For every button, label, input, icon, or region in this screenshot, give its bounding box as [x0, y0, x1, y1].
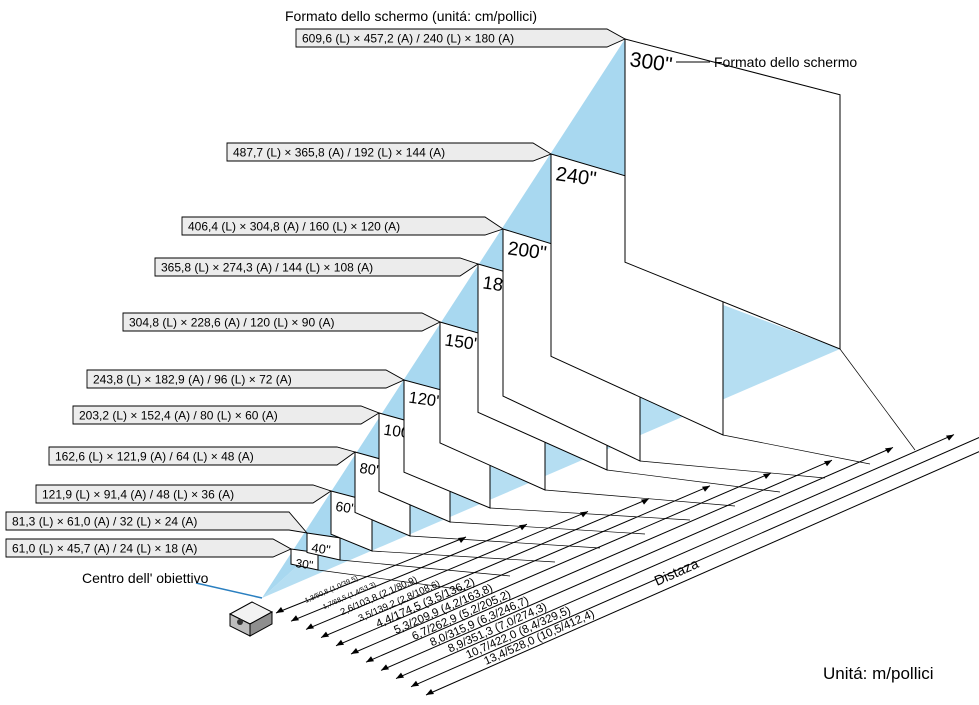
arrow-tail: [276, 607, 284, 613]
dimension-label-text: 609,6 (L) × 457,2 (A) / 240 (L) × 180 (A…: [302, 32, 514, 46]
distance-arrow: [395, 434, 955, 680]
arrow-tail: [351, 648, 359, 654]
screen-size-label: 120": [407, 389, 443, 411]
distance-arrow: [305, 510, 589, 630]
dimension-label-text: 121,9 (L) × 91,4 (A) / 48 (L) × 36 (A): [42, 488, 234, 502]
arrow-tail: [366, 656, 374, 663]
lens-center-caption: Centro dell' obiettivo: [82, 570, 209, 586]
dimension-label-box: [48, 446, 357, 466]
arrow-tail: [306, 623, 314, 630]
arrow-head: [580, 511, 588, 518]
arrow-tail: [411, 680, 419, 687]
dimension-label-text: 162,6 (L) × 121,9 (A) / 64 (L) × 48 (A): [55, 450, 254, 464]
screen-size-label: 60": [335, 499, 357, 517]
screen-size-caption: Formato dello schermo: [714, 54, 857, 70]
dimension-label-text: 487,7 (L) × 365,8 (A) / 192 (L) × 144 (A…: [233, 146, 445, 160]
dimension-label-text: 365,8 (L) × 274,3 (A) / 144 (L) × 108 (A…: [161, 261, 373, 275]
dimension-label-text: 304,8 (L) × 228,6 (A) / 120 (L) × 90 (A): [129, 316, 334, 330]
unit-caption: Unitá: m/pollici: [823, 664, 934, 683]
screen-size-label: 80": [358, 461, 382, 480]
screen-size-label: 40": [311, 540, 332, 558]
dimension-label-box: [226, 142, 553, 162]
floor-guide: [544, 489, 736, 507]
screens: 30"40"60"80"100"120"150"180"200"240"300": [290, 38, 841, 572]
distance-arrow: [350, 472, 772, 655]
arrow-tail: [291, 615, 299, 622]
floor-guide: [371, 550, 556, 563]
dimension-label-box: [154, 257, 480, 277]
dimension-label-box: [295, 28, 627, 48]
distance-arrow: [410, 437, 979, 688]
distance-caption: Distaza: [652, 555, 701, 589]
arrow-tail: [381, 664, 389, 671]
distance-arrow: [335, 485, 711, 647]
dimension-label-text: 406,4 (L) × 304,8 (A) / 160 (L) × 120 (A…: [188, 220, 400, 234]
floor-guide: [489, 507, 691, 521]
distance-arrow: [290, 523, 528, 622]
dimension-label-box: [35, 484, 333, 504]
arrow-tail: [396, 672, 404, 679]
dimension-label-text: 61,0 (L) × 45,7 (A) / 24 (L) × 18 (A): [12, 542, 197, 556]
screen-size-label: 30": [295, 556, 314, 572]
floor-guide: [339, 559, 511, 577]
arrow-head: [885, 447, 893, 454]
dimension-label-box: [86, 369, 406, 389]
arrow-tail: [426, 689, 434, 695]
distance-arrow: [380, 446, 894, 671]
dimension-label-box: [5, 511, 309, 534]
arrow-head: [702, 485, 710, 492]
floor-guide: [606, 469, 781, 493]
distance-arrow: [275, 536, 467, 614]
dimension-label-box: [122, 312, 442, 332]
distance-arrow: [320, 498, 650, 639]
dimension-label-box: [72, 405, 381, 425]
dimension-label-box: [181, 216, 505, 236]
distance-arrow: [425, 451, 979, 696]
arrow-head: [824, 460, 832, 467]
screen-face: [624, 38, 841, 350]
lens-center-leader: [195, 582, 263, 599]
screen-face: [306, 532, 341, 561]
arrow-head: [458, 537, 466, 543]
beam-upper: [262, 39, 625, 598]
arrow-head: [519, 524, 527, 531]
projector-icon: [228, 601, 274, 637]
dimension-label-text: 81,3 (L) × 61,0 (A) / 32 (L) × 24 (A): [12, 515, 197, 529]
dimension-labels: 61,0 (L) × 45,7 (A) / 24 (L) × 18 (A) 81,…: [5, 28, 627, 558]
floor-guides: [317, 348, 916, 591]
floor-guide: [722, 434, 871, 465]
arrow-tail: [336, 639, 344, 646]
floor-guide: [839, 348, 916, 451]
arrow-head: [641, 498, 649, 505]
arrow-head: [946, 434, 954, 441]
arrow-tail: [321, 631, 329, 638]
floor-guide: [639, 460, 826, 479]
page-title: Formato dello schermo (unitá: cm/pollici…: [285, 8, 537, 24]
dimension-label-text: 243,8 (L) × 182,9 (A) / 96 (L) × 72 (A): [93, 373, 292, 387]
arrow-head: [763, 473, 771, 479]
screen-size-label: 150": [443, 330, 481, 355]
distance-arrow: [365, 459, 833, 663]
dimension-label-box: [5, 538, 293, 558]
dimension-label-text: 203,2 (L) × 152,4 (A) / 80 (L) × 60 (A): [79, 409, 278, 423]
